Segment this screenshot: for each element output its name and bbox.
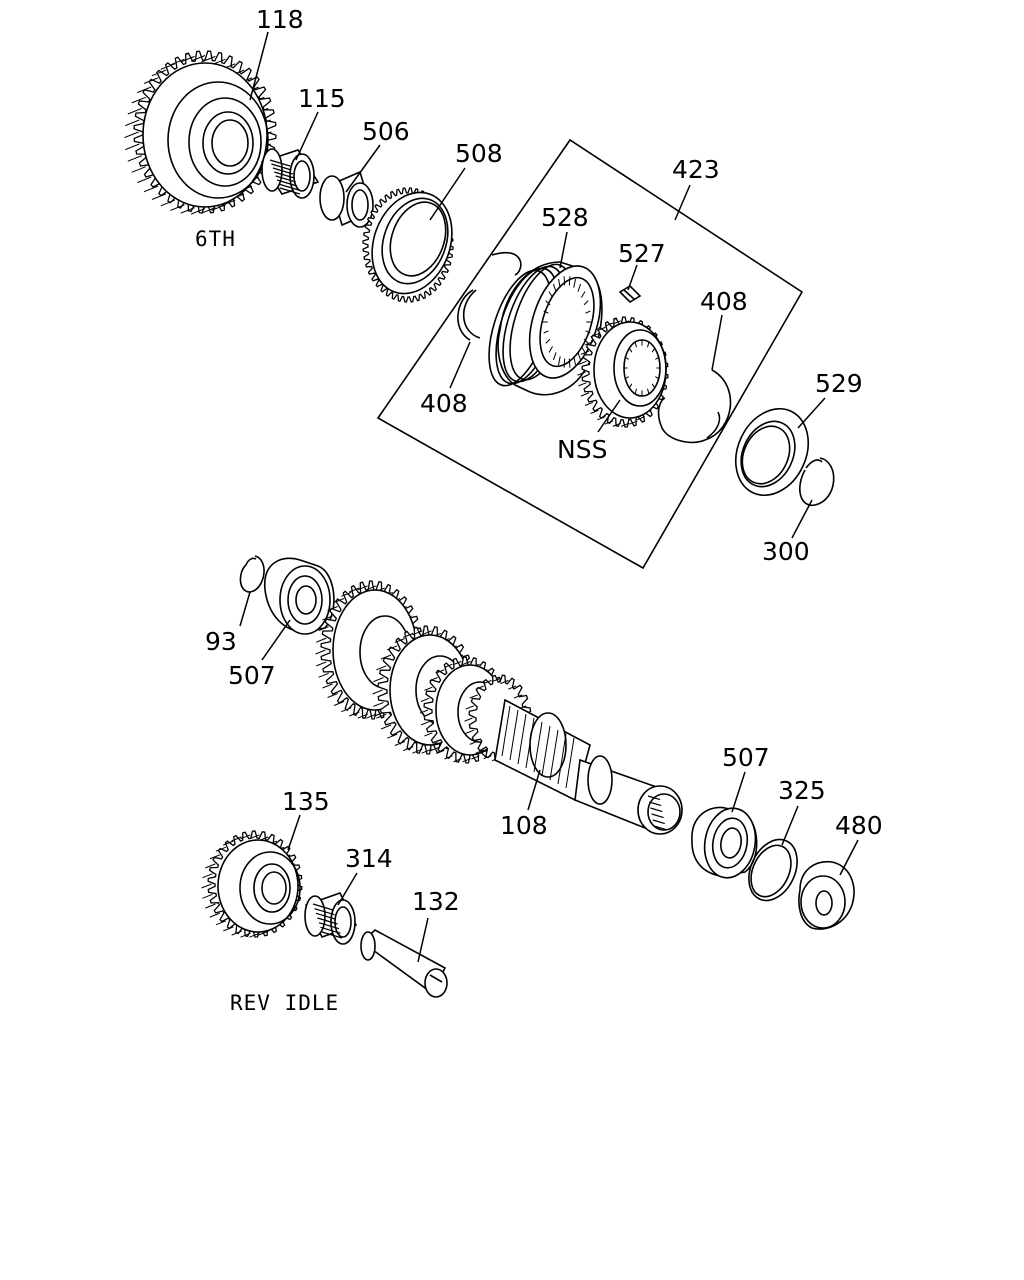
label-nss: NSS xyxy=(557,435,607,464)
label-93: 93 xyxy=(205,627,237,656)
part-135-reverse-idle-gear xyxy=(201,830,303,938)
part-325-shim xyxy=(748,838,798,902)
label-408-right: 408 xyxy=(700,287,748,316)
part-527-shifting-key xyxy=(618,284,642,304)
label-408-left: 408 xyxy=(420,389,468,418)
label-528: 528 xyxy=(541,203,589,232)
assembly-423-frame xyxy=(376,138,804,570)
label-529: 529 xyxy=(815,369,863,398)
label-115: 115 xyxy=(298,84,346,113)
label-314: 314 xyxy=(345,844,393,873)
part-508-synchro-ring xyxy=(362,187,454,303)
part-115-needle-bearing xyxy=(260,148,320,199)
label-480: 480 xyxy=(835,811,883,840)
part-314-needle-bearing xyxy=(304,892,358,945)
part-300-snap-ring xyxy=(799,457,835,506)
part-408-snap-ring-right xyxy=(657,369,732,444)
part-nss-synchro-hub xyxy=(577,316,669,428)
label-325: 325 xyxy=(778,776,826,805)
label-527: 527 xyxy=(618,239,666,268)
part-labels: 118 115 506 508 423 528 527 408 408 529 … xyxy=(195,5,883,1015)
label-300: 300 xyxy=(762,537,810,566)
leader-lines xyxy=(239,31,859,963)
label-508: 508 xyxy=(455,139,503,168)
part-108-countershaft xyxy=(315,580,683,835)
caption-rev-idle: REV IDLE xyxy=(230,991,339,1015)
part-507-ball-bearing-lower xyxy=(691,806,758,879)
label-132: 132 xyxy=(412,887,460,916)
part-506-collar xyxy=(319,170,374,228)
part-528-synchro-sleeve xyxy=(488,261,603,396)
label-135: 135 xyxy=(282,787,330,816)
label-108: 108 xyxy=(500,811,548,840)
label-507-upper: 507 xyxy=(228,661,276,690)
part-118-sixth-gear xyxy=(124,50,277,215)
label-118: 118 xyxy=(256,5,304,34)
part-529-thrust-washer xyxy=(734,407,810,497)
caption-6th: 6TH xyxy=(195,227,236,251)
part-507-ball-bearing-upper xyxy=(264,557,335,635)
part-132-idle-shaft xyxy=(360,929,448,998)
label-506: 506 xyxy=(362,117,410,146)
part-480-washer xyxy=(798,861,855,930)
part-93-snap-ring xyxy=(239,555,265,593)
label-423: 423 xyxy=(672,155,720,184)
part-408-snap-ring-left xyxy=(457,252,522,341)
label-507-lower: 507 xyxy=(722,743,770,772)
